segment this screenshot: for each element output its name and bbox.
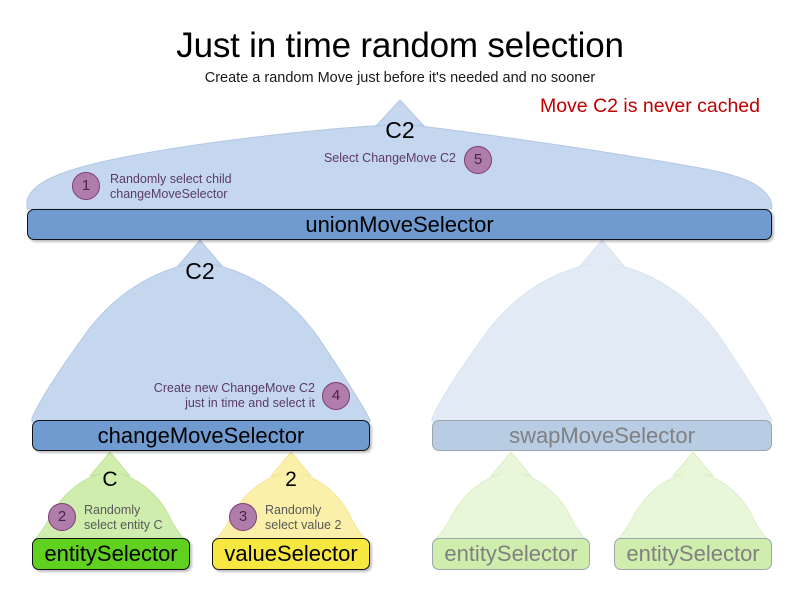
never-cached-note: Move C2 is never cached — [539, 95, 760, 117]
step-badge-1: 1 — [72, 172, 100, 200]
arrow-swap-entity-right-to-swap — [616, 451, 770, 542]
step-badge-5: 5 — [464, 146, 492, 174]
arrow-label-entity: C — [102, 468, 118, 491]
annotation-2-line-1: Randomly — [84, 503, 141, 517]
annotation-1-line-1: Randomly select child — [110, 172, 232, 186]
annotation-3-line-1: Randomly — [265, 503, 322, 517]
annotation-3-line-2: select value 2 — [265, 518, 342, 532]
step-badge-4: 4 — [322, 382, 350, 410]
node-swap-move-selector[interactable]: swapMoveSelector — [432, 420, 772, 451]
page-subtitle: Create a random Move just before it's ne… — [204, 70, 596, 86]
page-title: Just in time random selection — [176, 26, 624, 65]
node-entity-selector[interactable]: entitySelector — [32, 538, 190, 570]
arrow-label-change-to-union: C2 — [185, 258, 215, 284]
node-union-move-selector[interactable]: unionMoveSelector — [27, 209, 772, 240]
annotation-1-line-2: changeMoveSelector — [110, 187, 228, 201]
arrow-swap-to-union — [431, 239, 773, 423]
node-swap-entity-selector-right[interactable]: entitySelector — [614, 538, 772, 570]
step-badge-2: 2 — [48, 503, 76, 531]
node-value-selector[interactable]: valueSelector — [212, 538, 370, 570]
annotation-4-line-2: just in time and select it — [185, 396, 315, 410]
step-badge-3: 3 — [229, 503, 257, 531]
annotation-4-line-1: Create new ChangeMove C2 — [153, 381, 315, 395]
arrow-label-union-output: C2 — [385, 117, 415, 143]
annotation-2-line-2: select entity C — [84, 518, 163, 532]
node-swap-entity-selector-left[interactable]: entitySelector — [432, 538, 590, 570]
arrow-swap-entity-left-to-swap — [434, 451, 588, 542]
node-change-move-selector[interactable]: changeMoveSelector — [32, 420, 370, 451]
arrow-label-value: 2 — [285, 468, 297, 491]
annotation-5-line-1: Select ChangeMove C2 — [323, 151, 456, 165]
